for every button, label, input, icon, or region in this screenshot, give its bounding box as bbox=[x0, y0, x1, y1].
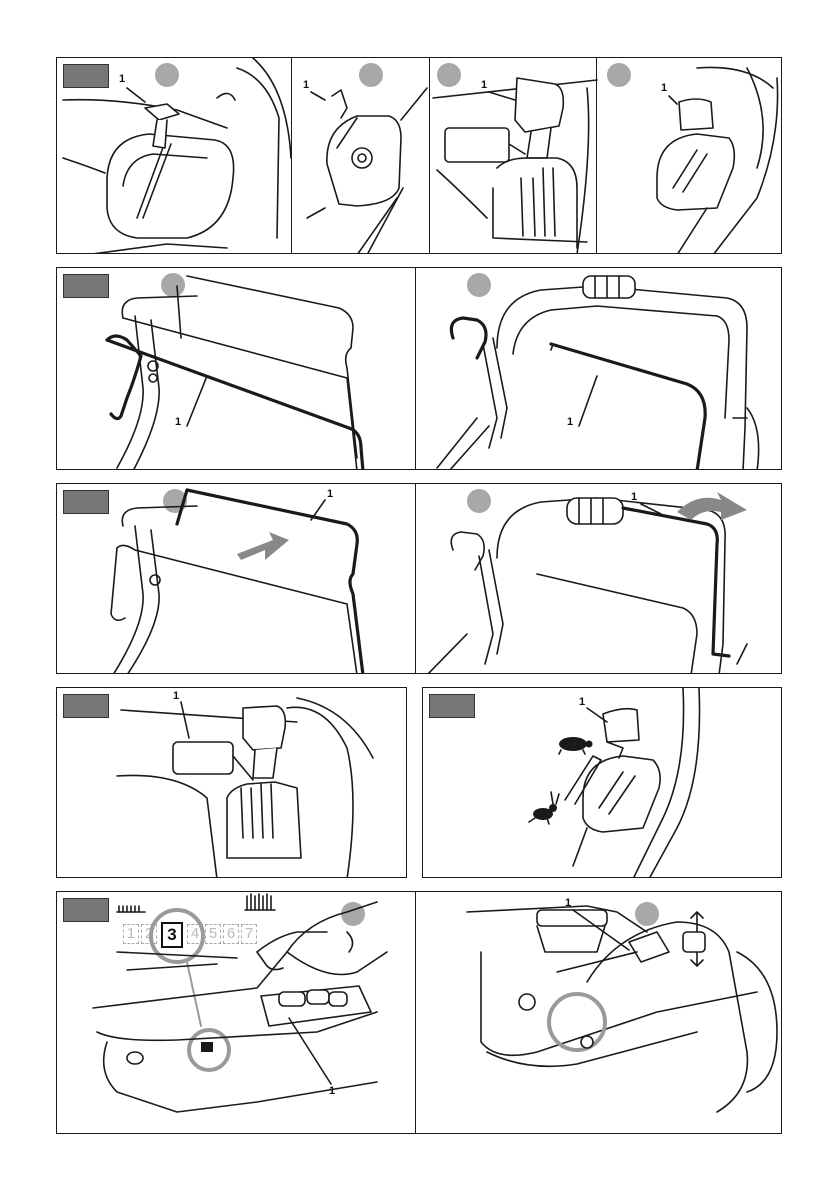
figure-row-2: 1 1 bbox=[56, 267, 782, 470]
figure-row-4-right: 1 bbox=[422, 687, 782, 878]
callout-arrows bbox=[57, 688, 407, 878]
callout-arrows bbox=[57, 892, 782, 1134]
callout-arrows bbox=[57, 268, 782, 470]
figure-row-5: 1 2 3 4 5 6 7 bbox=[56, 891, 782, 1134]
callout-arrows bbox=[423, 688, 782, 878]
figure-row-4-left: 1 bbox=[56, 687, 407, 878]
callout-arrows bbox=[57, 58, 782, 254]
figure-row-3: 1 1 bbox=[56, 483, 782, 674]
figure-row-1: 1 1 1 1 bbox=[56, 57, 782, 254]
callout-arrows bbox=[57, 484, 782, 674]
